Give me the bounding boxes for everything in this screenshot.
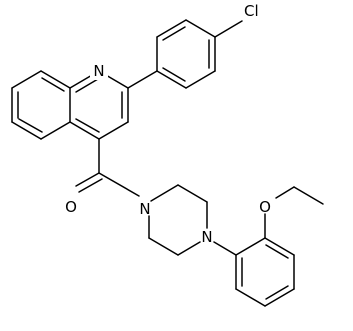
bond xyxy=(11,70,42,89)
bond xyxy=(293,186,324,205)
carbonyl-oxygen-label: O xyxy=(65,198,77,216)
bond xyxy=(185,19,216,38)
bond xyxy=(40,121,71,140)
bond xyxy=(11,121,42,140)
quinoline-nitrogen-label: N xyxy=(93,62,104,80)
bond xyxy=(127,70,158,89)
bond-inner xyxy=(162,26,186,41)
bond-inner xyxy=(265,285,289,300)
bond xyxy=(213,241,237,256)
bond xyxy=(275,186,295,199)
bond xyxy=(264,288,295,307)
bond-inner xyxy=(78,178,103,193)
bond-group xyxy=(11,19,324,307)
bond-inner xyxy=(265,244,289,259)
bond xyxy=(98,121,129,140)
bond xyxy=(148,237,179,256)
bond-inner xyxy=(75,118,100,133)
bond xyxy=(185,70,216,89)
bond xyxy=(69,121,100,140)
bond-inner xyxy=(162,67,186,82)
bond xyxy=(235,288,266,307)
bond xyxy=(150,184,179,202)
bond-inner xyxy=(18,118,43,133)
bond xyxy=(177,241,201,256)
bond xyxy=(235,237,266,256)
chlorine-label: Cl xyxy=(244,2,259,20)
bond-inner xyxy=(75,78,99,93)
bond xyxy=(98,172,140,197)
bond xyxy=(264,237,295,256)
ethoxy-oxygen-label: O xyxy=(259,198,271,216)
atom-label-background xyxy=(90,62,108,80)
bond xyxy=(75,172,100,187)
piperazine-nitrogen-1-label: N xyxy=(139,200,150,218)
bond-inner xyxy=(41,77,65,92)
bond xyxy=(156,19,187,38)
piperazine-nitrogen-4-label: N xyxy=(201,228,212,246)
atom-label-group: N Cl O N N O xyxy=(65,2,271,246)
bond xyxy=(177,184,208,203)
bond xyxy=(156,70,187,89)
bond xyxy=(40,70,71,89)
bond xyxy=(214,20,243,38)
